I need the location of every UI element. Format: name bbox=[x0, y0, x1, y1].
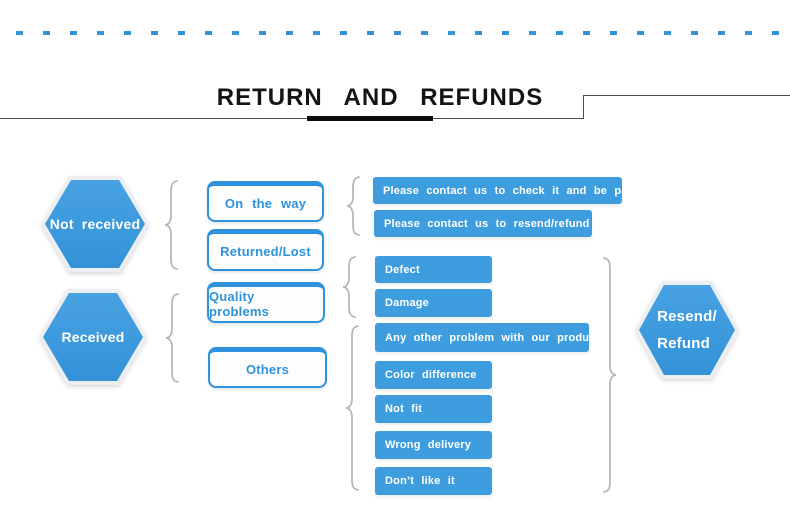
category-label: Quality problems bbox=[209, 289, 270, 319]
dotted-divider bbox=[16, 31, 784, 35]
brace-not-received-group bbox=[163, 180, 179, 270]
category-label: On the way bbox=[224, 195, 307, 211]
reason-bar-any-other-problem: Any other problem with our products bbox=[375, 323, 606, 352]
page-title: RETURN AND REFUNDS bbox=[216, 84, 544, 111]
category-box-on-the-way: On the way bbox=[207, 181, 324, 222]
brace-others-group bbox=[344, 325, 360, 491]
source-node-received: Received bbox=[39, 289, 147, 385]
reason-label: Don’t like it bbox=[385, 475, 455, 487]
reason-bar-resend-refund: Please contact us to resend/refund bbox=[374, 210, 592, 237]
source-label: Not received bbox=[49, 216, 141, 232]
reason-label: Please contact us to resend/refund bbox=[384, 217, 590, 230]
outcome-label-line1: Resend/ bbox=[657, 308, 717, 325]
reason-bar-color-difference: Color difference bbox=[375, 361, 492, 389]
category-box-quality-problems: Quality problems bbox=[207, 282, 325, 323]
reason-label: Wrong delivery bbox=[385, 439, 472, 451]
brace-on-the-way-group bbox=[345, 176, 361, 236]
category-label: Returned/Lost bbox=[220, 244, 311, 259]
reason-bar-defect: Defect bbox=[375, 256, 492, 283]
category-box-others: Others bbox=[208, 347, 327, 388]
reason-label: Not fit bbox=[385, 403, 423, 415]
reason-bar-damage: Damage bbox=[375, 289, 492, 317]
brace-received-group bbox=[164, 293, 180, 383]
brace-quality-problems-group bbox=[341, 256, 357, 318]
brace-resend-refund-group bbox=[602, 257, 618, 493]
reason-bar-dont-like-it: Don’t like it bbox=[375, 467, 492, 495]
title-underline bbox=[307, 116, 433, 121]
title-rule-step bbox=[583, 95, 584, 119]
reason-label: Please contact us to check it and be pat… bbox=[383, 184, 652, 197]
outcome-node-resend-refund: Resend/ Refund bbox=[635, 281, 739, 379]
title-rule-right bbox=[583, 95, 790, 96]
source-node-not-received: Not received bbox=[41, 176, 149, 272]
outcome-label-line2: Refund bbox=[657, 335, 710, 352]
category-label: Others bbox=[245, 361, 290, 377]
reason-label: Any other problem with our products bbox=[385, 331, 606, 344]
reason-label: Defect bbox=[385, 263, 420, 276]
title-rule-left bbox=[0, 118, 584, 119]
reason-bar-not-fit: Not fit bbox=[375, 395, 492, 423]
reason-label: Color difference bbox=[385, 369, 477, 381]
category-box-returned-lost: Returned/Lost bbox=[207, 229, 324, 271]
reason-bar-check-patient: Please contact us to check it and be pat… bbox=[373, 177, 652, 204]
source-label: Received bbox=[61, 329, 125, 345]
reason-bar-wrong-delivery: Wrong delivery bbox=[375, 431, 492, 459]
reason-label: Damage bbox=[385, 297, 429, 309]
